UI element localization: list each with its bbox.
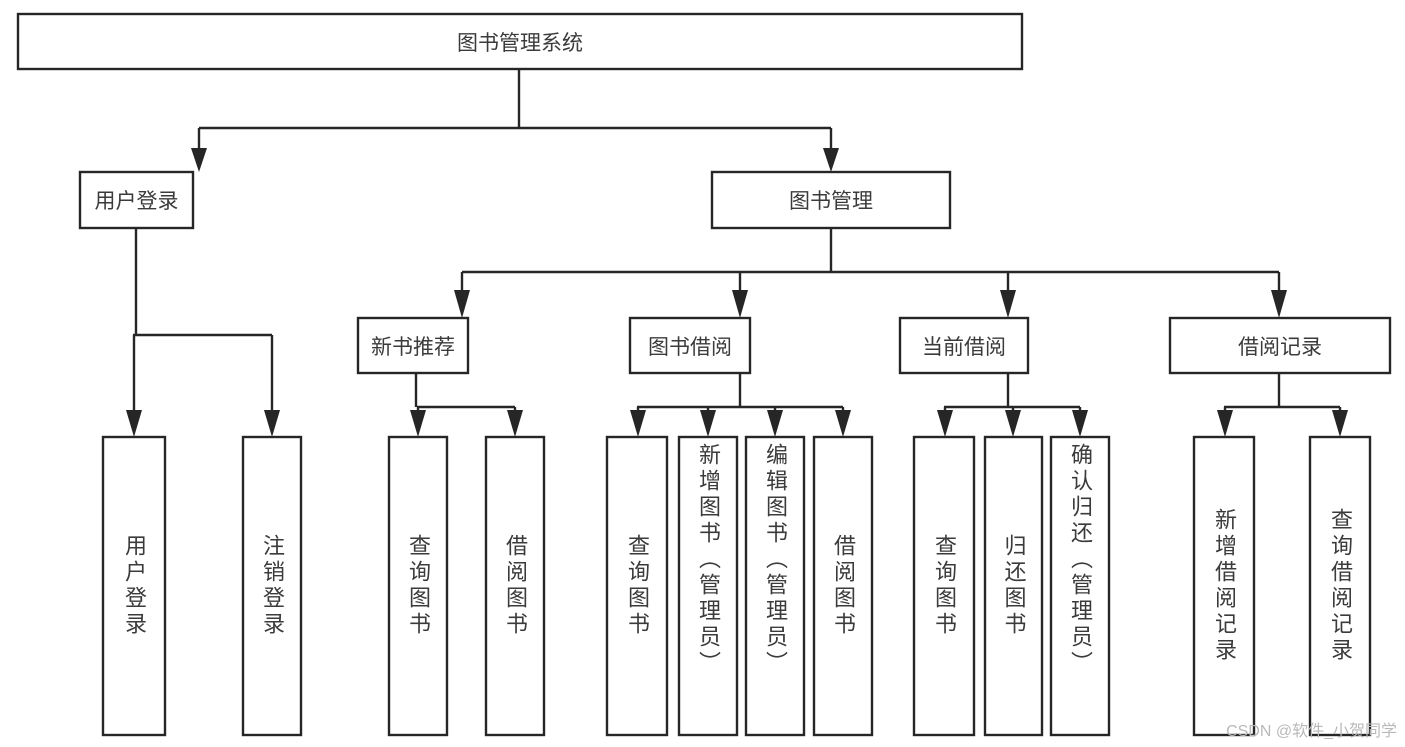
connectors-layer [126,69,1348,437]
node-box-leaf-10[interactable] [983,435,1044,737]
arrow-current-leaf-1 [937,410,953,437]
node-box-new-book-recommend[interactable] [356,316,470,375]
node-box-user-login[interactable] [78,170,195,230]
node-box-leaf-8[interactable] [812,435,874,737]
arrow-user-login-leaf-2 [264,410,280,437]
node-box-leaf-6[interactable] [677,435,739,737]
arrow-borrow-leaf-4 [835,410,851,437]
arrow-root-to-book-mgmt [823,148,839,172]
arrow-new-book-leaf-2 [507,410,523,437]
node-box-book-management[interactable] [710,170,952,230]
arrow-borrow-leaf-3 [767,410,783,437]
arrow-book-mgmt-to-current [1000,290,1016,318]
node-box-leaf-3[interactable] [387,435,449,737]
node-box-leaf-12[interactable] [1192,435,1256,737]
arrow-records-leaf-2 [1332,410,1348,437]
node-box-leaf-2[interactable] [241,435,303,737]
arrow-current-leaf-3 [1072,410,1088,437]
arrow-current-leaf-2 [1005,410,1021,437]
node-box-leaf-7[interactable] [744,435,806,737]
boxes-layer [16,12,1392,737]
arrow-root-to-user-login [191,148,207,172]
node-box-leaf-4[interactable] [484,435,546,737]
arrow-records-leaf-1 [1217,410,1233,437]
node-box-leaf-11[interactable] [1049,435,1111,737]
arrow-user-login-leaf-1 [126,410,142,437]
arrow-book-mgmt-to-borrow [732,290,748,318]
node-box-leaf-9[interactable] [912,435,976,737]
arrow-new-book-leaf-1 [410,410,426,437]
arrow-borrow-leaf-2 [700,410,716,437]
node-box-root[interactable] [16,12,1024,71]
arrow-borrow-leaf-1 [630,410,646,437]
node-box-leaf-13[interactable] [1308,435,1372,737]
node-box-leaf-1[interactable] [101,435,167,737]
node-box-current-borrow[interactable] [898,316,1030,375]
node-box-borrow-records[interactable] [1168,316,1392,375]
node-box-leaf-5[interactable] [605,435,669,737]
arrow-book-mgmt-to-new-book [454,290,470,318]
arrow-book-mgmt-to-records [1271,290,1287,318]
node-box-book-borrow[interactable] [628,316,752,375]
